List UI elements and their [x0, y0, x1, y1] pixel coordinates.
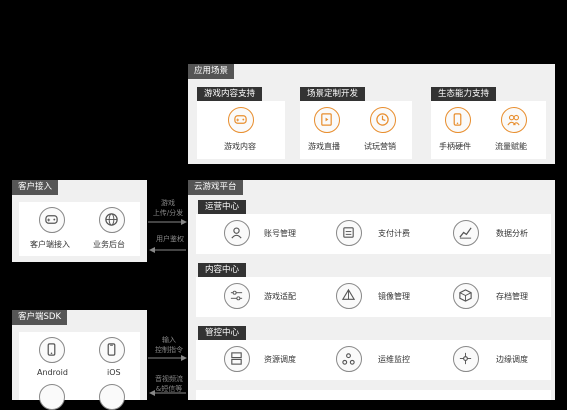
nodes-icon: [453, 346, 479, 372]
android-phone-icon: [39, 337, 65, 363]
center-operations-row: 账号管理 支付计费 数据分析: [196, 214, 551, 254]
client-access-body: 客户端接入 业务后台: [19, 202, 140, 256]
item-traffic-empower: 流量赋能: [495, 142, 527, 151]
server-icon: [224, 346, 250, 372]
group-title-scene-dev: 场景定制开发: [300, 87, 366, 101]
sliders-icon: [224, 283, 250, 309]
item-image-mgmt: 镜像管理: [374, 289, 414, 304]
item-game-adapt: 游戏适配: [260, 289, 300, 304]
client-sdk-panel: 客户端SDK Android iOS: [12, 310, 147, 410]
item-game-live: 游戏直播: [308, 142, 340, 151]
app-scene-panel: 应用场景 游戏内容支持 游戏内容 场景定制开发 游戏直播 试玩营销 生态能力支持…: [188, 64, 555, 164]
center-title-content: 内容中心: [198, 263, 247, 277]
item-business-backend: 业务后台: [93, 240, 125, 249]
item-data-analysis: 数据分析: [492, 226, 532, 241]
chart-icon: [453, 220, 479, 246]
connector-lines: [148, 219, 187, 396]
globe-icon: [99, 207, 125, 233]
item-ios: iOS: [107, 368, 121, 377]
center-title-control: 管控中心: [198, 326, 247, 340]
group-title-ecosystem: 生态能力支持: [431, 87, 497, 101]
client-access-panel: 客户接入 客户端接入 业务后台: [12, 180, 147, 262]
live-icon: [314, 107, 340, 133]
clock-icon: [370, 107, 396, 133]
item-resource-sched: 资源调度: [260, 352, 300, 367]
center-content-row: 游戏适配 镜像管理 存档管理: [196, 277, 551, 317]
user-icon: [224, 220, 250, 246]
arrow-label-input: 输入 控制指令: [155, 336, 183, 354]
arrow-label-auth: 用户鉴权: [156, 235, 184, 243]
group-scene-dev: 游戏直播 试玩营销: [300, 101, 412, 159]
app-scene-title: 应用场景: [188, 64, 235, 79]
client-sdk-title: 客户端SDK: [12, 310, 68, 325]
client-access-title: 客户接入: [12, 180, 59, 195]
pay-icon: [336, 220, 362, 246]
center-control-row: 资源调度 运维监控 边缘调度: [196, 340, 551, 380]
gamepad-icon: [39, 207, 65, 233]
item-ops-monitor: 运维监控: [374, 352, 414, 367]
gamepad-icon: [228, 107, 254, 133]
item-android: Android: [37, 368, 68, 377]
phone-icon: [445, 107, 471, 133]
item-game-content: 游戏内容: [224, 142, 256, 151]
center-partial-row: [196, 390, 551, 400]
cloud-platform-title: 云游戏平台: [188, 180, 243, 195]
item-gamepad-hardware: 手柄硬件: [439, 142, 471, 151]
users-icon: [501, 107, 527, 133]
arrow-label-stream: 音视频流 &短信等: [155, 375, 183, 393]
ios-phone-icon: [99, 337, 125, 363]
item-account-mgmt: 账号管理: [260, 226, 300, 241]
group-ecosystem: 手柄硬件 流量赋能: [431, 101, 546, 159]
group-game-content: 游戏内容: [197, 101, 285, 159]
item-client-access: 客户端接入: [30, 240, 70, 249]
item-edge-sched: 边缘调度: [492, 352, 532, 367]
item-save-mgmt: 存档管理: [492, 289, 532, 304]
mirror-icon: [336, 283, 362, 309]
center-title-operations: 运营中心: [198, 200, 247, 214]
group-title-game-content: 游戏内容支持: [197, 87, 263, 101]
client-sdk-body: Android iOS: [19, 332, 140, 410]
monitor-icon: [336, 346, 362, 372]
item-trial-marketing: 试玩营销: [364, 142, 396, 151]
box-icon: [453, 283, 479, 309]
arrow-label-upload: 游戏 上传/分发: [152, 199, 184, 217]
item-payment-billing: 支付计费: [374, 226, 414, 241]
